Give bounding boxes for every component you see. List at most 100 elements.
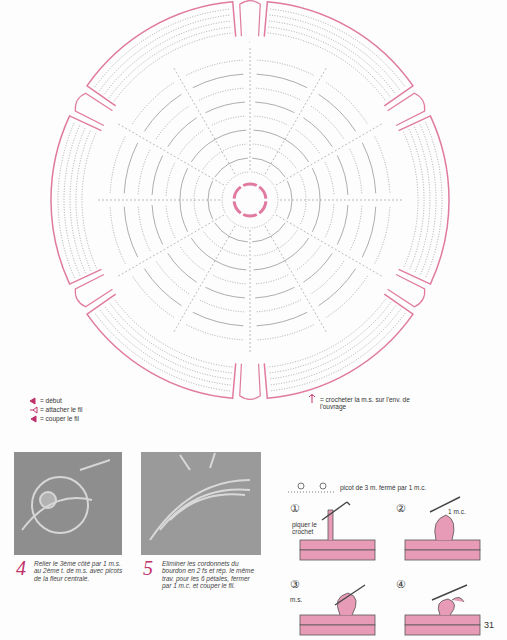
- stitch-line: [186, 325, 242, 340]
- stitch-line: [259, 187, 266, 199]
- stitch-line: [252, 215, 274, 228]
- stitch-line: [404, 132, 419, 269]
- stitch-line: [75, 93, 112, 125]
- stitch-line: [296, 246, 321, 271]
- photo-caption: Relier le 3ème côté par 1 m.s. au 2ème t…: [34, 560, 126, 582]
- stitch-line: [350, 206, 362, 251]
- legend-text: = attacher le fil: [40, 406, 82, 413]
- stitch-line: [250, 48, 251, 170]
- stitch-line: [268, 299, 386, 367]
- stitch-line: [375, 136, 390, 192]
- stitch-line: [144, 269, 181, 306]
- stitch-line: [243, 184, 257, 186]
- stitch-line: [319, 94, 356, 131]
- stitch-line: [234, 201, 241, 213]
- stitch-line: [257, 60, 313, 75]
- stitch-line: [166, 204, 175, 238]
- stitch-line: [70, 127, 86, 273]
- stitch-line: [124, 143, 138, 194]
- stitch-line: [203, 144, 247, 169]
- stitch-line: [325, 162, 334, 196]
- stitch-line: [138, 149, 150, 194]
- stitch-line: [276, 124, 382, 185]
- stitch-line: [114, 299, 232, 367]
- stitch-line: [280, 200, 402, 201]
- stitch-line: [296, 130, 321, 155]
- legend-text: = début: [40, 397, 62, 404]
- stitch-line: [243, 215, 257, 217]
- stitch-line: [76, 129, 91, 271]
- stitch-line: [174, 226, 235, 332]
- stitch-line: [257, 74, 308, 88]
- stitch-line: [269, 21, 396, 94]
- stitch-line: [180, 246, 205, 271]
- stitch-line: [168, 118, 197, 147]
- step-number: ④: [396, 578, 406, 591]
- stitch-line: [109, 27, 232, 98]
- stitch-line: [109, 302, 232, 373]
- legend-text: picot de 3 m. fermé par 1 m.c.: [340, 484, 480, 491]
- stitch-line: [212, 116, 246, 125]
- stitch-line: [409, 129, 424, 271]
- stitch-line: [256, 300, 301, 312]
- stitch-line: [268, 302, 391, 373]
- stitch-line: [362, 143, 376, 194]
- stitch-line: [264, 294, 413, 398]
- stitch-line: [253, 231, 297, 256]
- stitch-line: [249, 41, 251, 43]
- stitch-line: [206, 287, 245, 298]
- stitch-line: [268, 27, 391, 98]
- stitch-line: [124, 207, 138, 258]
- stitch-line: [104, 306, 231, 379]
- stitch-line: [253, 144, 297, 169]
- stitch-line: [249, 192, 250, 193]
- stitch-line: [193, 74, 244, 88]
- stitch-line: [276, 215, 382, 276]
- stitch-line: [269, 306, 396, 379]
- stitch-line: [58, 122, 75, 278]
- stitch-line: [325, 204, 334, 238]
- stitch-line: [98, 200, 220, 201]
- stitch-line: [240, 1, 261, 37]
- page-number: 31: [484, 620, 494, 630]
- stitch-line: [222, 187, 225, 212]
- stitch-line: [265, 226, 326, 332]
- stitch-line: [215, 158, 248, 177]
- legend-text: = couper le fil: [40, 415, 79, 422]
- stitch-line: [319, 269, 356, 306]
- stitch-line: [259, 201, 266, 213]
- stitch-line: [51, 116, 101, 284]
- stitch-line: [64, 124, 80, 275]
- stitch-line: [264, 2, 413, 106]
- stitch-line: [240, 364, 261, 400]
- stitch-line: [257, 312, 308, 326]
- stitch-line: [337, 205, 348, 244]
- stitch-line: [118, 124, 224, 185]
- stitch-line: [326, 276, 367, 317]
- stitch-line: [252, 158, 285, 177]
- stitch-line: [227, 215, 249, 228]
- stitch-line: [254, 116, 288, 125]
- stitch-line: [249, 38, 250, 39]
- stitch-line: [252, 172, 274, 185]
- stitch-line: [256, 88, 301, 100]
- stitch-line: [303, 118, 332, 147]
- step-number: ①: [290, 502, 300, 515]
- stitch-line: [133, 83, 174, 124]
- stitch-line: [268, 33, 386, 101]
- stitch-line: [326, 83, 367, 124]
- stitch-line: [275, 187, 278, 212]
- stitch-line: [269, 15, 400, 91]
- stitch-line: [425, 122, 442, 278]
- step-number: ②: [396, 502, 406, 515]
- step-number: 4: [16, 557, 26, 580]
- stitch-line: [168, 253, 197, 282]
- stitch-line: [100, 15, 231, 91]
- stitch-line: [303, 253, 332, 282]
- stitch-line: [104, 21, 231, 94]
- callout-label: m.s.: [290, 596, 302, 603]
- stitch-line: [87, 294, 236, 398]
- stitch-line: [118, 215, 224, 276]
- stitch-line: [206, 102, 245, 113]
